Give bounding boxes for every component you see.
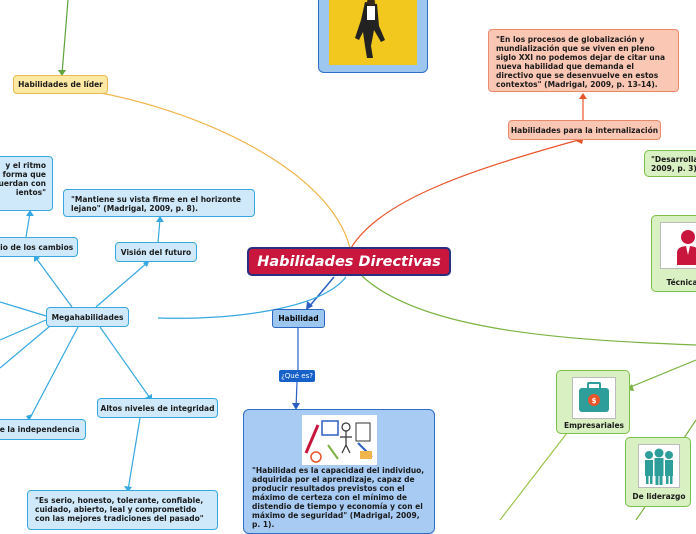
ritmo-line-2: forma que	[2, 170, 46, 179]
desarrolla-line-1: "Desarrolla	[651, 155, 696, 164]
ritmo-line-4: ientos"	[15, 188, 46, 197]
tecnica-card[interactable]: Técnica	[651, 215, 696, 292]
red-person-icon	[660, 222, 696, 269]
photo-card	[318, 0, 428, 73]
cambios-label: nio de los cambios	[0, 242, 74, 252]
que-es-tag[interactable]: ¿Qué es?	[279, 370, 315, 382]
central-topic[interactable]: Habilidades Directivas	[247, 247, 451, 276]
briefcase-icon: $	[572, 377, 616, 419]
tools-collage-icon	[302, 415, 377, 465]
internacionalizacion-quote[interactable]: "En los procesos de globalización y mund…	[488, 29, 679, 92]
vision-quote[interactable]: "Mantiene su vista firme en el horizonte…	[63, 189, 255, 217]
que-es-label: ¿Qué es?	[281, 372, 313, 380]
internacionalizacion-quote-text: "En los procesos de globalización y mund…	[496, 35, 666, 89]
liderazgo-card[interactable]: De liderazgo	[625, 437, 691, 507]
desarrolla-line-2: 2009, p. 3)	[651, 164, 696, 173]
independencia-label: de la independencia	[0, 425, 80, 434]
megahabilidades-node[interactable]: Megahabilidades	[46, 307, 129, 327]
connector-lines	[0, 0, 696, 520]
habilidades-internalizacion-node[interactable]: Habilidades para la internalización	[508, 120, 661, 140]
central-title: Habilidades Directivas	[257, 253, 441, 270]
vision-futuro-label: Visión del futuro	[120, 247, 192, 257]
business-person-photo	[329, 0, 417, 65]
integridad-quote[interactable]: "Es serio, honesto, tolerante, confiable…	[27, 490, 218, 530]
vision-futuro-node[interactable]: Visión del futuro	[115, 242, 197, 262]
cambios-node[interactable]: nio de los cambios	[0, 237, 78, 257]
tecnica-label: Técnica	[666, 278, 696, 287]
integridad-quote-text: "Es serio, honesto, tolerante, confiable…	[35, 496, 204, 523]
desarrolla-quote[interactable]: "Desarrolla 2009, p. 3)	[644, 150, 696, 177]
liderazgo-label: De liderazgo	[632, 492, 686, 501]
vision-quote-text: "Mantiene su vista firme en el horizonte…	[71, 195, 242, 213]
habilidad-label: Habilidad	[278, 314, 319, 323]
team-icon	[638, 444, 680, 488]
ritmo-line-3: uerdan con	[0, 179, 46, 188]
habilidades-lider-label: Habilidades de líder	[18, 80, 103, 89]
svg-text:$: $	[592, 397, 597, 405]
independencia-node[interactable]: de la independencia	[0, 419, 86, 440]
empresariales-card[interactable]: $ Empresariales	[556, 370, 630, 434]
megahabilidades-label: Megahabilidades	[51, 312, 124, 322]
habilidades-internalizacion-label: Habilidades para la internalización	[510, 125, 659, 135]
integridad-label: Altos niveles de integridad	[100, 403, 215, 413]
ritmo-line-1: y el ritmo	[5, 161, 46, 170]
habilidad-definition-card[interactable]: "Habilidad es la capacidad del individuo…	[243, 409, 435, 534]
integridad-node[interactable]: Altos niveles de integridad	[97, 398, 218, 418]
ritmo-quote[interactable]: y el ritmo forma que uerdan con ientos"	[0, 156, 53, 211]
habilidades-lider-node[interactable]: Habilidades de líder	[13, 75, 108, 94]
habilidad-node[interactable]: Habilidad	[272, 309, 325, 328]
empresariales-label: Empresariales	[563, 421, 625, 430]
